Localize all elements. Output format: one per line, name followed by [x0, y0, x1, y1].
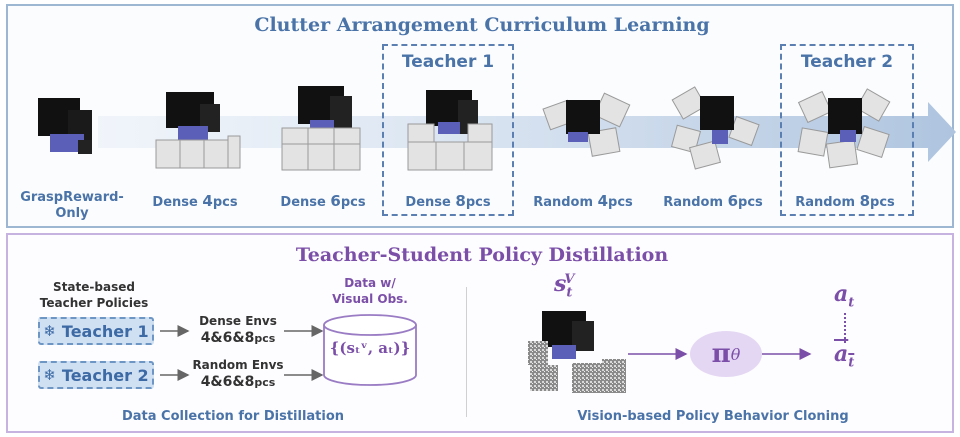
- dense-envs-label: Dense Envs 4&6&8pcs: [199, 314, 277, 346]
- policy-symbol: π: [711, 339, 731, 369]
- left-caption: Data Collection for Distillation: [121, 409, 345, 424]
- curriculum-title: Clutter Arrangement Curriculum Learning: [254, 14, 710, 36]
- section-divider: [466, 287, 467, 417]
- scene-dense-4: [155, 92, 241, 169]
- action-match-dots: [844, 313, 846, 343]
- stage-label-dense-4: Dense 4pcs: [152, 192, 238, 210]
- database-cylinder: [323, 314, 417, 386]
- stage-label-random-8: Random 8pcs: [795, 192, 895, 210]
- data-formula: {(sₜᵛ, aₜ)}: [329, 339, 411, 357]
- teacher2-stage-box: Teacher 2: [780, 44, 914, 216]
- scene-random-6: [670, 86, 760, 170]
- data-visual-label: Data w/Visual Obs.: [332, 276, 408, 306]
- stage-label-grasp: GraspReward-Only: [20, 190, 124, 221]
- distillation-panel: Teacher-Student Policy Distillation Stat…: [6, 233, 954, 433]
- curriculum-panel: Clutter Arrangement Curriculum Learning …: [6, 4, 956, 228]
- snowflake-icon: ❄: [43, 366, 56, 384]
- distillation-title: Teacher-Student Policy Distillation: [295, 244, 669, 266]
- teacher1-pill: ❄ Teacher 1: [38, 317, 154, 345]
- scene-dense-8: [407, 90, 493, 171]
- scene-dense-6: [281, 86, 361, 171]
- teacher1-title: Teacher 1: [401, 52, 495, 72]
- scene-grasp-reward: [38, 98, 92, 154]
- observation-symbol: stV: [554, 271, 575, 301]
- stage-label-random-4: Random 4pcs: [533, 192, 633, 210]
- snowflake-icon: ❄: [43, 322, 56, 340]
- teacher1-stage-box: Teacher 1: [382, 44, 514, 216]
- right-caption: Vision-based Policy Behavior Cloning: [577, 409, 849, 424]
- stage-label-dense-6: Dense 6pcs: [280, 192, 366, 210]
- stage-label-dense-8: Dense 8pcs: [405, 192, 491, 210]
- stage-label-random-6: Random 6pcs: [663, 192, 763, 210]
- target-action: at: [834, 281, 855, 311]
- scene-random-8: [797, 88, 891, 169]
- teacher2-title: Teacher 2: [800, 52, 894, 72]
- predicted-action: at: [834, 341, 855, 371]
- random-envs-label: Random Envs 4&6&8pcs: [192, 358, 284, 390]
- collection-arrows: [160, 325, 324, 381]
- point-cloud-scene: [528, 311, 626, 393]
- policy-sub: θ: [730, 344, 741, 364]
- scene-random-4: [542, 92, 631, 157]
- policy-arrows: [628, 348, 812, 360]
- teacher2-pill: ❄ Teacher 2: [38, 361, 154, 389]
